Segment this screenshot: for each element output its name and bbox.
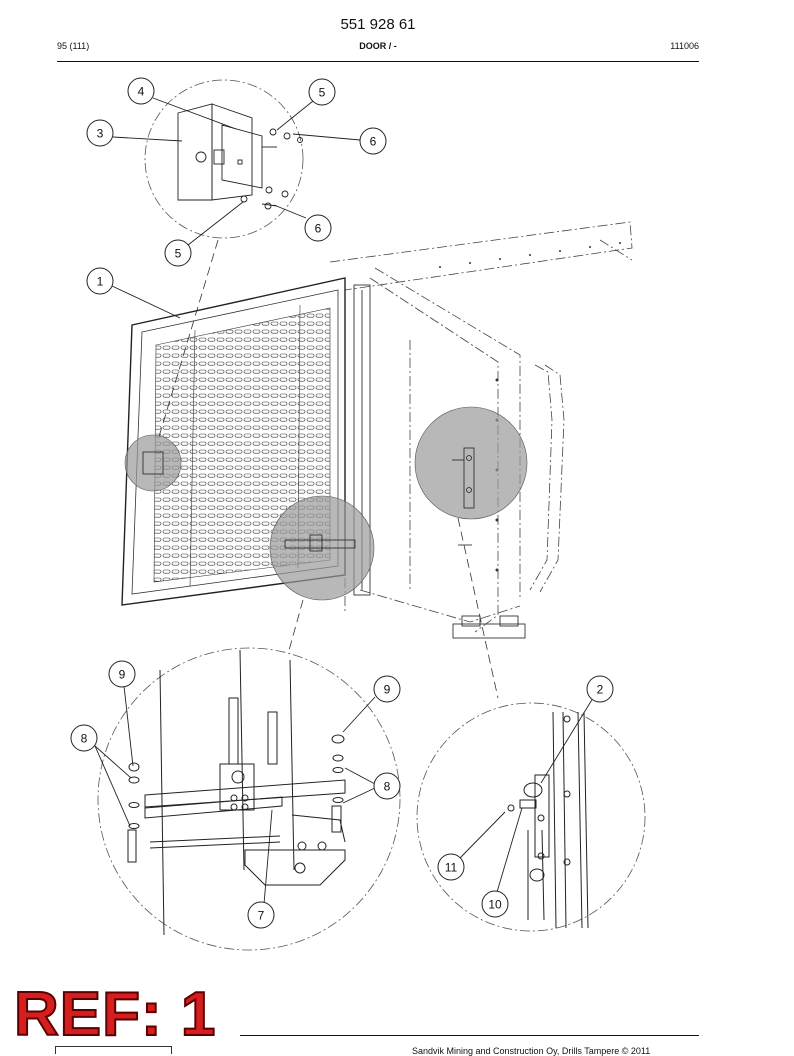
callout-2: 2 (586, 675, 614, 703)
callout-number: 8 (384, 780, 391, 794)
section-title: DOOR / - (359, 41, 397, 51)
callout-circle (247, 901, 275, 929)
callout-11: 11 (437, 853, 465, 881)
callout-number: 9 (384, 683, 391, 697)
callout-circle (304, 214, 332, 242)
callout-circle (86, 267, 114, 295)
callout-6-bottom: 6 (304, 214, 332, 242)
rod-detail-parts (507, 711, 589, 929)
callout-number: 3 (97, 127, 104, 141)
callout-circle (373, 675, 401, 703)
callout-number: 8 (81, 732, 88, 746)
callout-circle (437, 853, 465, 881)
logo-box (55, 1046, 172, 1054)
callout-circles: 4 5 3 6 6 5 1 9 9 2 8 8 11 10 7 (70, 77, 614, 929)
hold-open-detail-view (97, 647, 401, 951)
callout-circle (373, 772, 401, 800)
callout-number: 7 (258, 909, 265, 923)
frame-bolt-holes (439, 242, 621, 572)
rod-highlight-circle (414, 406, 528, 520)
detail-leaders (157, 239, 499, 699)
callout-number: 5 (175, 247, 182, 261)
callout-number: 9 (119, 668, 126, 682)
page-indicator: 95 (111) (57, 41, 90, 51)
callout-circle (359, 127, 387, 155)
callout-3: 3 (86, 119, 114, 147)
highlight-contents (142, 447, 475, 552)
rod-detail-view (416, 702, 646, 932)
callout-circle (586, 675, 614, 703)
reference-stamp: REF: 1 (13, 980, 217, 1049)
callout-10: 10 (481, 890, 509, 918)
callout-number: 10 (488, 898, 502, 912)
callout-number: 11 (445, 861, 458, 875)
callout-number: 6 (315, 222, 322, 236)
callout-circle (70, 724, 98, 752)
callout-circle (481, 890, 509, 918)
part-number: 551 928 61 (340, 16, 416, 33)
document-code: 111006 (670, 41, 699, 51)
callout-number: 5 (319, 86, 326, 100)
callout-8-right: 8 (373, 772, 401, 800)
callout-number: 1 (97, 275, 104, 289)
callout-number: 4 (138, 85, 145, 99)
callout-5-bottom: 5 (164, 239, 192, 267)
page-header: 95 (111) DOOR / - 111006 (57, 41, 699, 55)
callout-circle (308, 78, 336, 106)
callout-6-top: 6 (359, 127, 387, 155)
callout-4: 4 (127, 77, 155, 105)
callout-1: 1 (86, 267, 114, 295)
callout-number: 2 (597, 683, 604, 697)
callout-leaders (94, 97, 594, 905)
hold-open-detail-parts (127, 649, 346, 936)
lock-detail-parts (177, 103, 303, 210)
callout-9-right: 9 (373, 675, 401, 703)
callout-number: 6 (370, 135, 377, 149)
callout-5-top: 5 (308, 78, 336, 106)
footer-rule (240, 1035, 699, 1036)
callout-9-left: 9 (108, 660, 136, 688)
footer-copyright: Sandvik Mining and Construction Oy, Dril… (412, 1046, 651, 1056)
callout-circle (108, 660, 136, 688)
callout-circle (86, 119, 114, 147)
callout-circle (127, 77, 155, 105)
lock-highlight-circle (124, 434, 182, 492)
base-foot (452, 615, 526, 639)
header-rule (57, 61, 699, 62)
callout-7: 7 (247, 901, 275, 929)
callout-circle (164, 239, 192, 267)
callout-8-left: 8 (70, 724, 98, 752)
